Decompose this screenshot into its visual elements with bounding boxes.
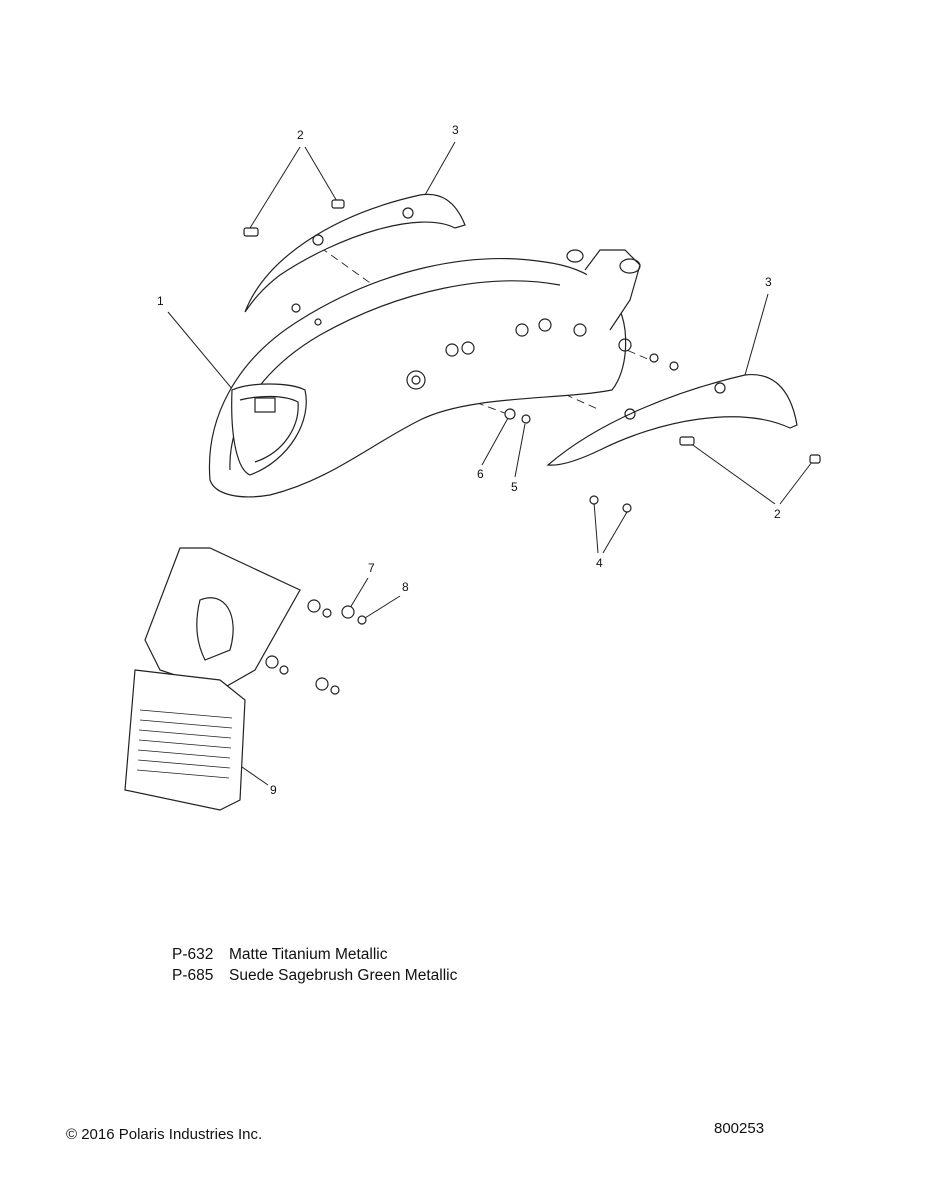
copyright: © 2016 Polaris Industries Inc. bbox=[66, 1126, 263, 1143]
callout-2: 2 bbox=[774, 507, 781, 521]
paint-code: P-632 bbox=[172, 946, 214, 963]
rail-part-3-left bbox=[244, 193, 466, 313]
callout-8: 8 bbox=[402, 580, 409, 594]
paint-name: Matte Titanium Metallic bbox=[229, 946, 388, 963]
callout-6: 6 bbox=[477, 467, 484, 481]
callout-7: 7 bbox=[368, 561, 375, 575]
hardware bbox=[243, 199, 821, 695]
callout-2: 2 bbox=[297, 128, 304, 142]
legend-row: P-685 Suede Sagebrush Green Metallic bbox=[172, 965, 457, 986]
paint-color-legend: P-632 Matte Titanium Metallic P-685 Suede … bbox=[172, 944, 457, 986]
legend-row: P-632 Matte Titanium Metallic bbox=[172, 944, 457, 965]
mudguard-part-9 bbox=[124, 547, 301, 811]
paint-code: P-685 bbox=[172, 967, 214, 984]
diagram-number: 800253 bbox=[714, 1120, 765, 1137]
callout-3: 3 bbox=[765, 275, 772, 289]
callout-5: 5 bbox=[511, 480, 518, 494]
callout-1: 1 bbox=[157, 294, 164, 308]
rail-part-3-right bbox=[546, 373, 798, 466]
paint-name: Suede Sagebrush Green Metallic bbox=[229, 967, 458, 984]
rear-fender-part-1 bbox=[208, 249, 641, 498]
callout-3: 3 bbox=[452, 123, 459, 137]
callout-9: 9 bbox=[270, 783, 277, 797]
callout-4: 4 bbox=[596, 556, 603, 570]
